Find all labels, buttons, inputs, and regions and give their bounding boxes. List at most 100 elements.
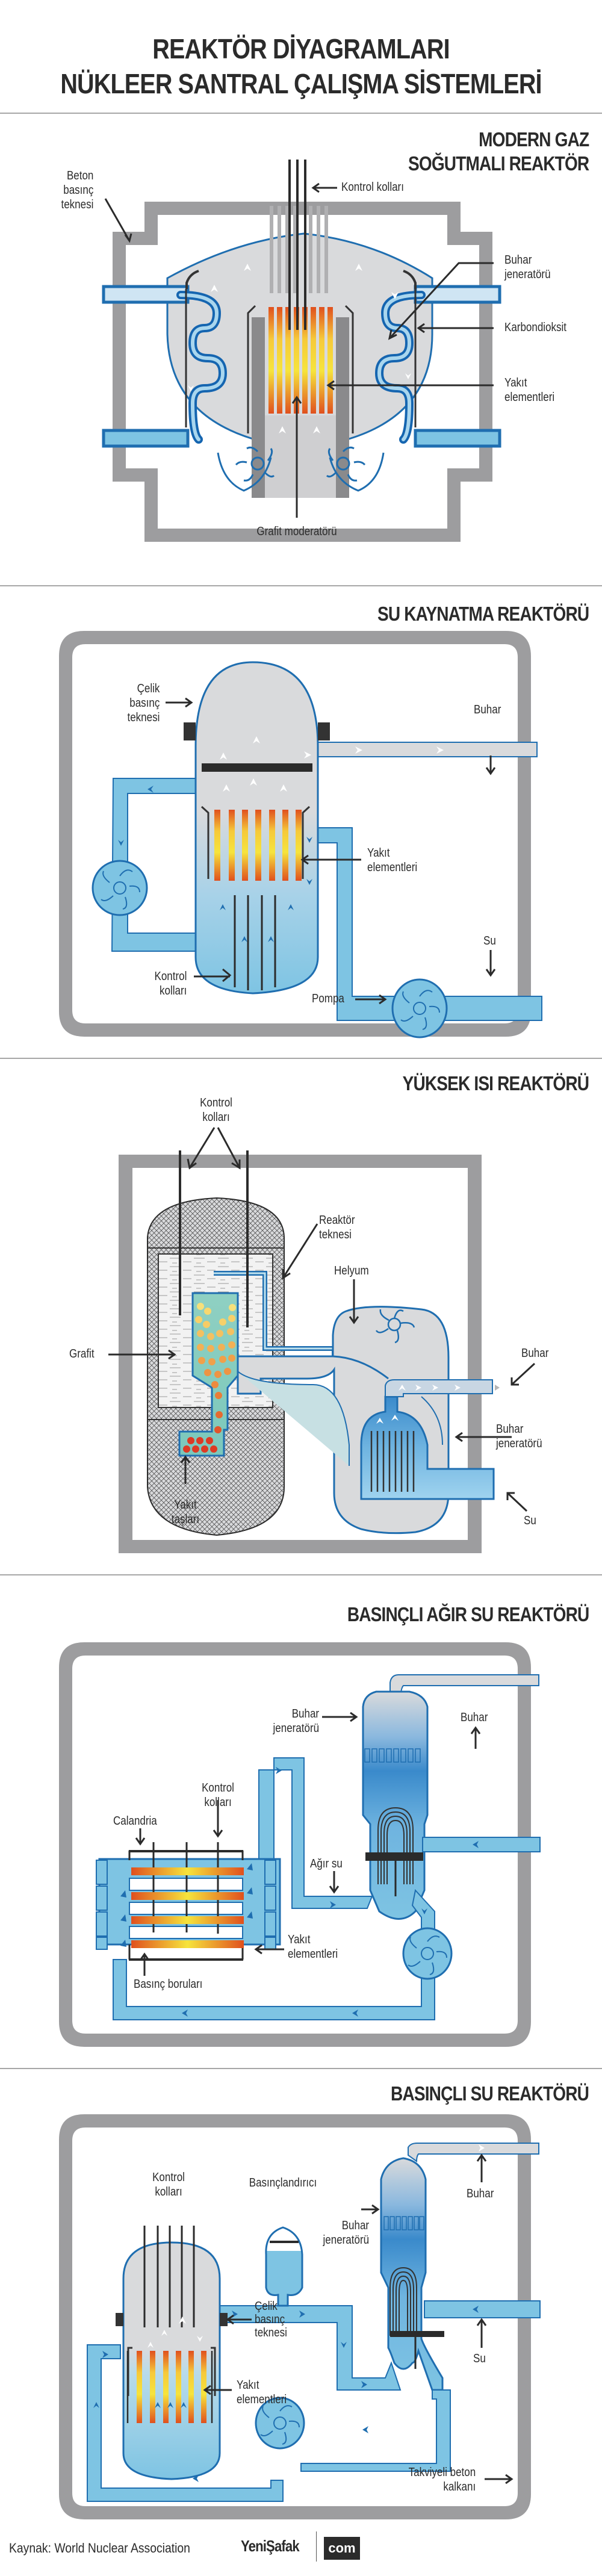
label-steam-generator: Buhar jeneratörü [273, 1707, 319, 1736]
flow-arrows-white [147, 2144, 485, 2348]
graphite-moderator-left [252, 317, 265, 498]
label-line: jeneratörü [504, 268, 551, 281]
label-line: Takviyeli beton [408, 2466, 476, 2479]
label-steam: Buhar [521, 1347, 549, 1360]
label-steam: Buhar [467, 2187, 494, 2200]
label-line: Buhar [504, 253, 532, 267]
u-tube-bundle [377, 1807, 414, 1884]
label-water: Su [524, 1514, 536, 1527]
label-pump: Pompa [312, 992, 344, 1005]
label-pressurizer: Basınçlandırıcı [249, 2176, 317, 2190]
label-calandria: Calandria [113, 1814, 157, 1828]
concrete-pressure-vessel [113, 202, 492, 542]
label-concrete-vessel: Beton basınç teknesi [61, 169, 93, 212]
label-line: kolları [159, 984, 187, 998]
section-divider [0, 1058, 602, 1059]
label-line: teknesi [255, 2326, 287, 2339]
flow-arrows-water [118, 786, 312, 942]
label-steel-vessel: Çelik basınç teknesi [127, 681, 160, 725]
section-title: SU KAYNATMA REAKTÖRÜ [377, 603, 589, 625]
label-line: Reaktör [319, 1214, 355, 1227]
leader-lines [108, 1127, 536, 1512]
label-control-rods: Kontrol kolları [193, 1781, 244, 1810]
pwr-diagram [59, 2114, 541, 2519]
u-tube-bundle [389, 2267, 417, 2336]
steel-pressure-vessel [122, 2241, 221, 2480]
heavy-water-cold-leg [113, 1889, 435, 2020]
source-credit: Kaynak: World Nuclear Association [9, 2540, 190, 2556]
steam-pipe [408, 2143, 539, 2162]
label-line: Buhar [341, 2219, 369, 2232]
flow-arrows [120, 1767, 479, 2017]
steam-generator-left-inner [179, 293, 225, 441]
primary-hot-leg [218, 2305, 402, 2391]
label-fuel-pebbles: Yakıt taşları [160, 1498, 211, 1527]
steam-generator [380, 2157, 444, 2391]
gas-circulator-left [217, 446, 275, 492]
leader-lines [135, 1712, 481, 1976]
reactor-coolant-pump [255, 2397, 305, 2450]
label-steam: Buhar [474, 703, 501, 716]
flow-arrows [188, 264, 411, 433]
fuel-elements [131, 1867, 244, 1948]
label-fuel-elements: Yakıt elementleri [288, 1932, 338, 1961]
label-line: Yakıt [367, 846, 390, 860]
brand-com-badge[interactable]: com [324, 2537, 360, 2560]
brand-separator [316, 2531, 317, 2562]
label-line: kolları [155, 2185, 182, 2199]
label-fuel-elements: Yakıt elementleri [367, 846, 417, 875]
section-title-line: MODERN GAZ [478, 128, 589, 151]
section-title-line: SOĞUTMALI REAKTÖR [408, 152, 589, 175]
label-heavy-water: Ağır su [310, 1857, 343, 1870]
label-line: jeneratörü [323, 2233, 369, 2247]
label-steam-generator: Buhar jeneratörü [323, 2218, 369, 2247]
leader-lines [104, 182, 494, 518]
label-line: basınç [63, 184, 93, 197]
label-steel-vessel: Çelik basınç teknesi [255, 2300, 287, 2339]
label-control-rods: Kontrol kolları [154, 969, 187, 998]
label-line: Kontrol [202, 1781, 234, 1795]
label-line: Kontrol [154, 970, 187, 983]
label-graphite: Grafit [69, 1347, 95, 1361]
control-rods [288, 160, 306, 330]
label-helium: Helyum [334, 1264, 369, 1277]
label-water: Su [473, 2352, 486, 2365]
label-steam: Buhar [461, 1711, 488, 1724]
steam-generator-right-inner [377, 293, 423, 441]
leader-lines [166, 697, 496, 1005]
label-line: Beton [66, 169, 93, 182]
section-title: MODERN GAZ SOĞUTMALI REAKTÖR [408, 128, 589, 176]
flow-arrows-steam [220, 736, 444, 792]
label-fuel-elements: Yakıt elementleri [237, 2378, 287, 2407]
label-line: Çelik [137, 682, 160, 695]
label-line: elementleri [288, 1948, 338, 1961]
graphite-moderator-right [336, 317, 349, 498]
brand-logo[interactable]: YeniŞafak [241, 2537, 300, 2555]
label-line: jeneratörü [496, 1437, 542, 1450]
section-title: BASINÇLI AĞIR SU REAKTÖRÜ [347, 1603, 589, 1625]
label-reactor-vessel: Reaktör teknesi [319, 1213, 355, 1242]
fuel-elements [268, 307, 333, 414]
feedwater-pump [391, 978, 448, 1038]
title-line-1: REAKTÖR DİYAGRAMLARI [152, 33, 450, 64]
label-control-rods: Kontrol kolları [143, 2170, 194, 2199]
label-line: elementleri [367, 861, 418, 874]
label-line: Yakıt [504, 376, 527, 390]
control-rods [234, 895, 276, 990]
section-divider [0, 1574, 602, 1575]
label-line: Yakıt [237, 2379, 259, 2392]
label-steam-generator: Buhar jeneratörü [496, 1422, 542, 1451]
steam-outlet-pipe [385, 1379, 493, 1397]
label-line: Çelik [255, 2300, 278, 2313]
flow-arrows-blue [93, 2306, 479, 2482]
section-divider [0, 113, 602, 114]
label-line: teknesi [127, 711, 160, 724]
label-fuel-elements: Yakıt elementleri [504, 376, 554, 405]
label-concrete-shield: Takviyeli beton kalkanı [408, 2465, 476, 2494]
label-control-rods: Kontrol kolları [191, 1096, 242, 1125]
label-line: teknesi [319, 1228, 352, 1241]
label-line: Kontrol [152, 2171, 185, 2184]
fuel-elements [137, 2351, 206, 2423]
label-co2: Karbondioksit [504, 321, 567, 334]
control-rods [179, 1150, 249, 1327]
